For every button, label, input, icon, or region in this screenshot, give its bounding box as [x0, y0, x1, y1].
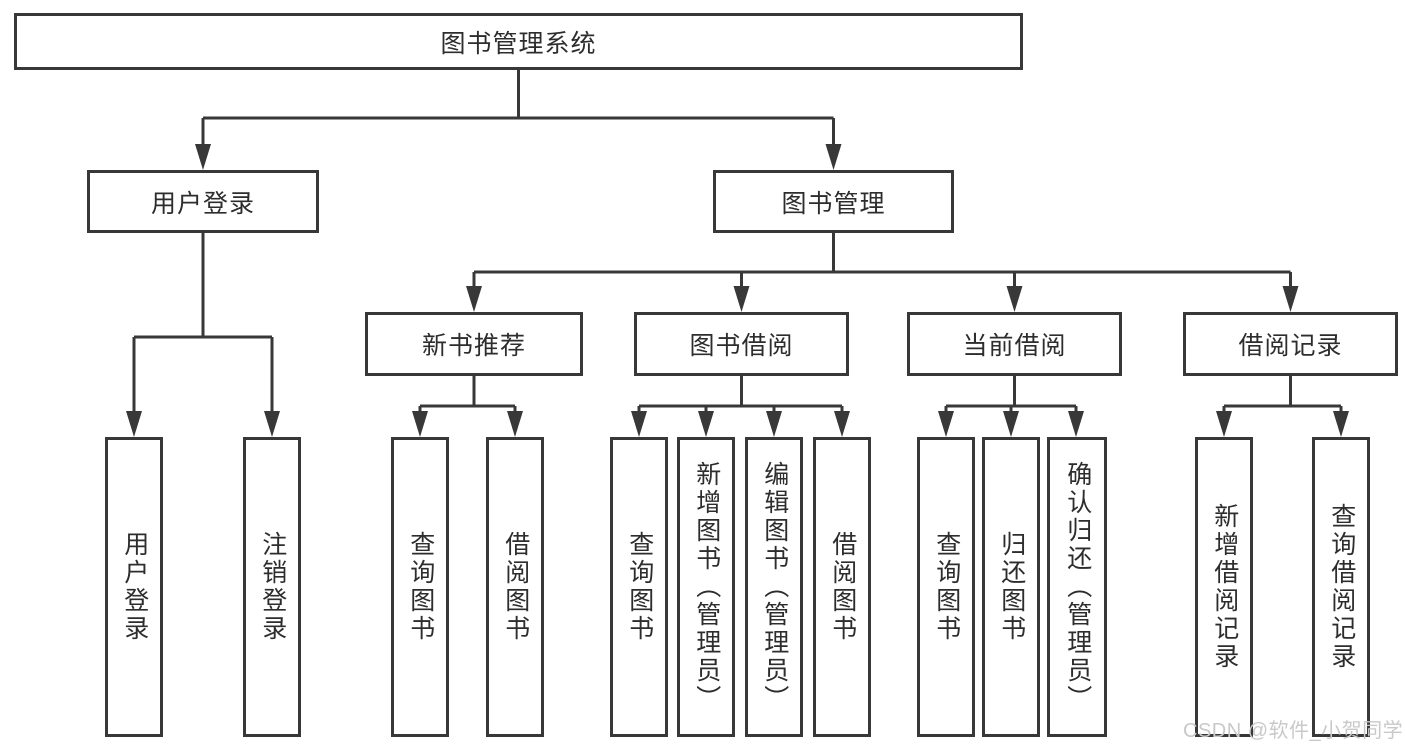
node-new-book-recommend-label: 新书推荐 [421, 332, 526, 360]
leaf-query-books-3-label: 查询图书 [932, 531, 961, 643]
leaf-query-books-3: 查询图书 [917, 437, 975, 737]
leaf-user-login: 用户登录 [105, 437, 163, 737]
node-user-login: 用户登录 [87, 170, 319, 233]
node-root-label: 图书管理系统 [440, 29, 597, 58]
leaf-logout: 注销登录 [243, 437, 301, 737]
node-borrowing-records-label: 借阅记录 [1238, 332, 1343, 360]
node-new-book-recommend: 新书推荐 [365, 312, 583, 376]
node-book-borrowing: 图书借阅 [634, 312, 849, 376]
leaf-add-borrow-record: 新增借阅记录 [1195, 437, 1253, 737]
leaf-logout-label: 注销登录 [258, 531, 287, 643]
node-book-borrowing-label: 图书借阅 [689, 332, 794, 360]
leaf-return-books: 归还图书 [982, 437, 1040, 737]
leaf-borrow-books-2-label: 借阅图书 [828, 531, 857, 643]
leaf-borrow-books-1-label: 借阅图书 [501, 531, 530, 643]
node-book-management: 图书管理 [713, 170, 954, 233]
leaf-query-books-1: 查询图书 [391, 437, 449, 737]
leaf-confirm-return-admin: 确认归还（管理员） [1047, 437, 1107, 737]
leaf-borrow-books-2: 借阅图书 [813, 437, 871, 737]
node-book-management-label: 图书管理 [781, 189, 886, 218]
node-user-login-label: 用户登录 [150, 189, 255, 218]
connector-current-borrow-to-leaves [938, 376, 1084, 437]
leaf-add-borrow-record-label: 新增借阅记录 [1210, 503, 1239, 671]
node-root-library-system: 图书管理系统 [14, 13, 1023, 70]
node-borrowing-records: 借阅记录 [1183, 312, 1398, 376]
csdn-watermark: CSDN @软件_小贺同学 [1183, 720, 1404, 742]
leaf-borrow-books-1: 借阅图书 [486, 437, 544, 737]
connector-book-mgmt-to-level3 [466, 233, 1299, 312]
leaf-query-borrow-record-label: 查询借阅记录 [1327, 503, 1356, 671]
connector-new-books-to-leaves [412, 376, 523, 437]
leaf-edit-books-admin-label: 编辑图书（管理员） [760, 461, 789, 713]
connector-borrow-records-to-leaves [1216, 376, 1349, 437]
leaf-confirm-return-admin-label: 确认归还（管理员） [1063, 461, 1092, 713]
connector-user-login-to-leaves [126, 233, 280, 437]
leaf-return-books-label: 归还图书 [997, 531, 1026, 643]
leaf-query-borrow-record: 查询借阅记录 [1312, 437, 1370, 737]
leaf-query-books-2: 查询图书 [610, 437, 668, 737]
leaf-add-books-admin: 新增图书（管理员） [677, 437, 735, 737]
leaf-query-books-2-label: 查询图书 [625, 531, 654, 643]
leaf-query-books-1-label: 查询图书 [406, 531, 435, 643]
node-current-borrowing-label: 当前借阅 [962, 332, 1067, 360]
connector-root-to-level2 [195, 70, 842, 170]
leaf-user-login-label: 用户登录 [120, 531, 149, 643]
leaf-edit-books-admin: 编辑图书（管理员） [745, 437, 803, 737]
connector-book-borrow-to-leaves [631, 376, 850, 437]
node-current-borrowing: 当前借阅 [907, 312, 1122, 376]
leaf-add-books-admin-label: 新增图书（管理员） [692, 461, 721, 713]
